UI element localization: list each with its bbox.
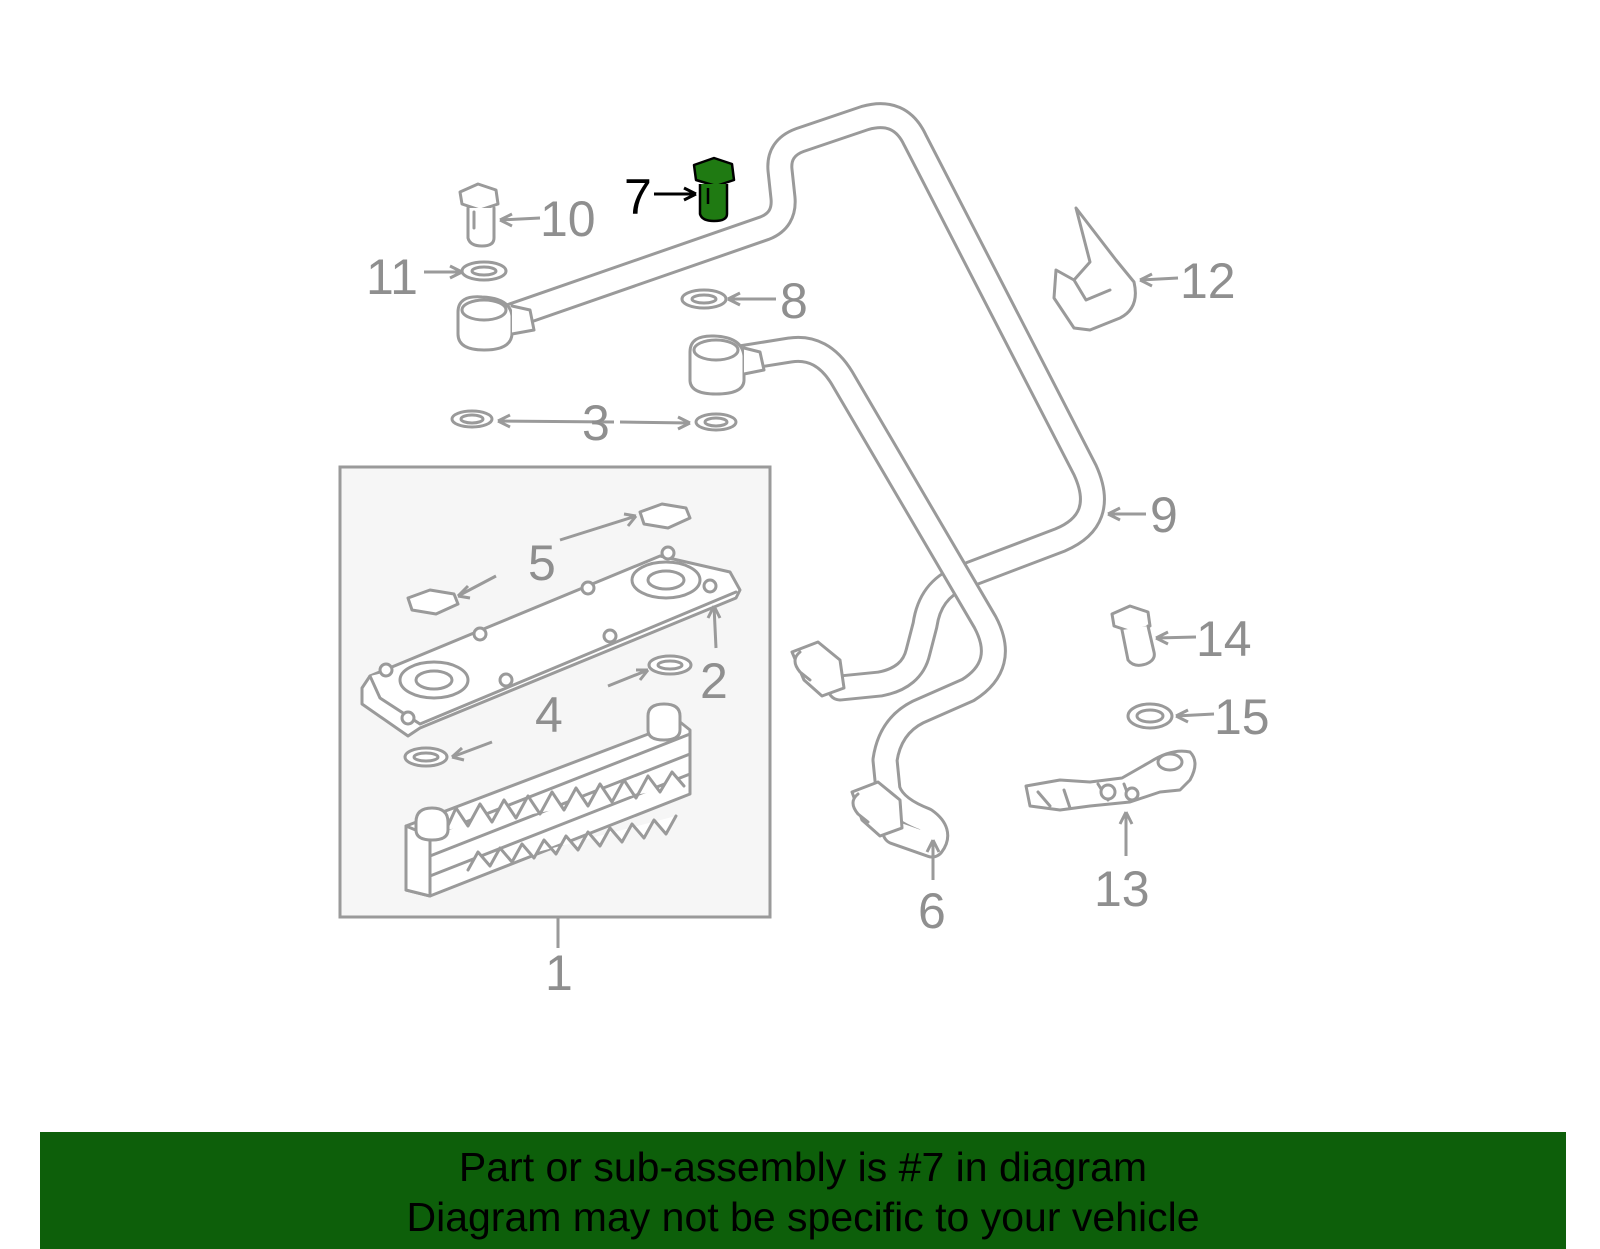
callout-9: 9: [1150, 487, 1178, 543]
gasket-5-upper[interactable]: [638, 502, 692, 530]
callout-15: 15: [1214, 689, 1270, 745]
callout-1: 1: [545, 945, 573, 1001]
callout-4: 4: [535, 687, 563, 743]
callout-10: 10: [540, 191, 596, 247]
callout-6: 6: [918, 883, 946, 939]
callout-8: 8: [780, 273, 808, 329]
callout-11: 11: [366, 249, 418, 305]
upper-oil-line[interactable]: [486, 102, 1106, 702]
upper-banjo-fitting: [456, 295, 536, 352]
banjo-bolt-10[interactable]: [458, 182, 500, 248]
bracket-12[interactable]: [1052, 206, 1137, 332]
leader-lines: [424, 186, 1215, 948]
oil-cooler-core[interactable]: [404, 702, 692, 898]
lower-banjo-fitting: [688, 334, 766, 396]
callout-7: 7: [624, 169, 652, 225]
callout-12: 12: [1180, 253, 1236, 309]
lower-line-end-nut: [850, 780, 904, 838]
sensor-13[interactable]: [1024, 749, 1197, 812]
callout-3: 3: [582, 395, 610, 451]
upper-line-end-nut: [790, 640, 846, 698]
banjo-bolt-7[interactable]: [692, 156, 736, 223]
banner-line-1: Part or sub-assembly is #7 in diagram: [458, 1144, 1148, 1190]
gasket-5-lower[interactable]: [406, 588, 460, 616]
callout-5: 5: [528, 535, 556, 591]
callout-14: 14: [1196, 611, 1252, 667]
bolt-14[interactable]: [1110, 604, 1156, 667]
callout-13: 13: [1094, 861, 1150, 917]
banner-line-2: Diagram may not be specific to your vehi…: [406, 1194, 1200, 1240]
lower-oil-line[interactable]: [726, 335, 1007, 859]
callout-2: 2: [700, 653, 728, 709]
cooler-cover-plate[interactable]: [360, 545, 742, 738]
info-banner: Part or sub-assembly is #7 in diagram Di…: [40, 1132, 1566, 1249]
